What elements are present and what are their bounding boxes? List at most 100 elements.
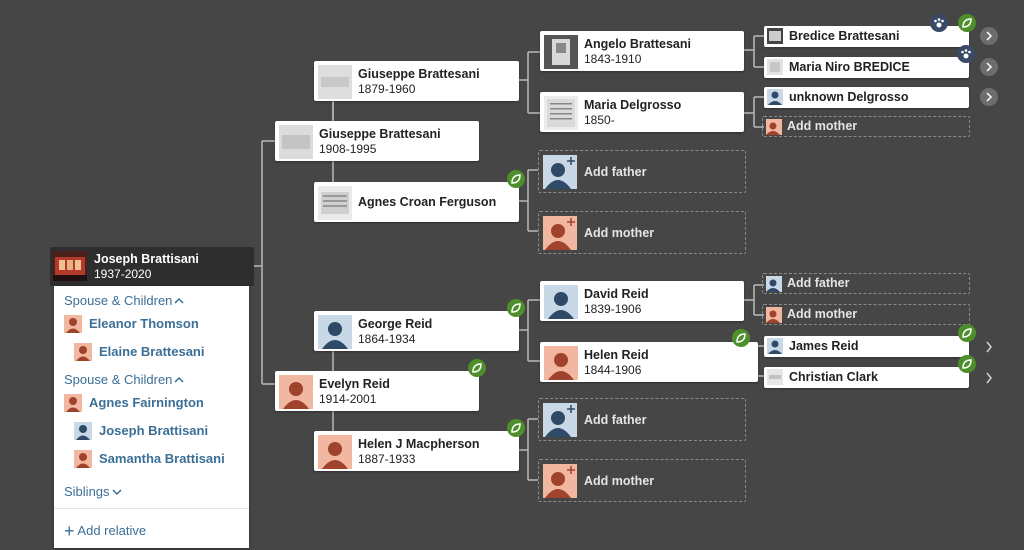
hint-leaf-badge[interactable] [958, 355, 976, 373]
female-avatar-icon [64, 394, 82, 412]
plus-icon: + [64, 521, 75, 541]
expand-arrow-button[interactable] [980, 27, 998, 45]
spouse-children-toggle-1[interactable]: Spouse & Children [64, 293, 184, 308]
add-relative-button[interactable]: + Add relative [64, 521, 146, 542]
root-person-card[interactable]: Joseph Brattisani 1937-2020 [50, 247, 254, 286]
hint-leaf-badge[interactable] [468, 359, 486, 377]
person-dates: 1914-2001 [319, 392, 377, 406]
person-dates: 1887-1933 [358, 452, 416, 466]
ancestor-card[interactable]: James Reid [764, 336, 969, 357]
spouse-link[interactable]: Eleanor Thomson [89, 316, 199, 331]
great-grandfather-card[interactable]: David Reid 1839-1906 [540, 281, 744, 321]
add-female-avatar-icon [543, 464, 577, 498]
child-link[interactable]: Joseph Brattisani [99, 423, 209, 438]
person-name: Maria Niro BREDICE [789, 60, 910, 74]
spouse-children-label: Spouse & Children [64, 372, 173, 387]
hint-leaf-badge[interactable] [507, 299, 525, 317]
root-photo-image [53, 251, 87, 281]
paw-icon [934, 18, 944, 28]
person-name: Bredice Brattesani [789, 29, 900, 43]
add-mother-button[interactable]: Add mother [538, 459, 746, 502]
person-dates: 1864-1934 [358, 332, 416, 346]
male-avatar-icon [767, 338, 783, 354]
child-link[interactable]: Samantha Brattisani [99, 451, 225, 466]
female-avatar-icon [74, 343, 92, 361]
chevron-up-icon [174, 376, 184, 383]
record-photo [767, 28, 783, 44]
hint-leaf-badge[interactable] [507, 419, 525, 437]
person-name: Giuseppe Brattesani [319, 127, 441, 141]
hint-leaf-badge[interactable] [507, 170, 525, 188]
ancestor-card[interactable]: Maria Niro BREDICE [764, 57, 969, 78]
siblings-toggle[interactable]: Siblings [64, 484, 122, 499]
great-grandfather-card[interactable]: Angelo Brattesani 1843-1910 [540, 31, 744, 71]
person-dates: 1908-1995 [319, 142, 377, 156]
add-label: Add mother [584, 474, 655, 488]
record-photo [544, 35, 578, 69]
male-avatar-icon [74, 422, 92, 440]
maternal-grandmother-card[interactable]: Helen J Macpherson 1887-1933 [314, 431, 519, 471]
add-father-button[interactable]: Add father [538, 398, 746, 441]
add-label: Add father [787, 276, 850, 290]
mother-card[interactable]: Evelyn Reid 1914-2001 [275, 371, 479, 411]
chevron-right-icon [986, 341, 992, 353]
person-name: Helen J Macpherson [358, 437, 480, 451]
record-photo [544, 96, 578, 130]
ancestor-card[interactable]: Christian Clark [764, 367, 969, 388]
hint-leaf-badge[interactable] [732, 329, 750, 347]
add-label: Add mother [787, 307, 858, 321]
paternal-grandmother-card[interactable]: Agnes Croan Ferguson [314, 182, 519, 222]
expand-arrow-button[interactable] [980, 58, 998, 76]
person-name: unknown Delgrosso [789, 90, 909, 104]
add-mother-button[interactable]: Add mother [762, 304, 970, 325]
add-father-button[interactable]: Add father [762, 273, 970, 294]
person-name: Maria Delgrosso [584, 98, 682, 112]
spouse-children-toggle-2[interactable]: Spouse & Children [64, 372, 184, 387]
record-photo [767, 59, 783, 75]
dna-match-badge[interactable] [930, 14, 948, 32]
add-label: Add father [584, 165, 647, 179]
person-name: David Reid [584, 287, 649, 301]
male-avatar-icon [767, 89, 783, 105]
chevron-right-icon [986, 92, 993, 102]
spouse-children-label: Spouse & Children [64, 293, 173, 308]
maternal-grandfather-card[interactable]: George Reid 1864-1934 [314, 311, 519, 351]
leaf-icon [511, 303, 521, 313]
root-dates: 1937-2020 [94, 267, 152, 281]
add-mother-button[interactable]: Add mother [762, 116, 970, 137]
great-grandmother-card[interactable]: Maria Delgrosso 1850- [540, 92, 744, 132]
child-link[interactable]: Elaine Brattesani [99, 344, 205, 359]
expand-chevron-button[interactable] [985, 340, 993, 358]
spouse-link[interactable]: Agnes Fairnington [89, 395, 204, 410]
ancestor-card[interactable]: Bredice Brattesani [764, 26, 969, 47]
person-name: George Reid [358, 317, 433, 331]
father-card[interactable]: Giuseppe Brattesani 1908-1995 [275, 121, 479, 161]
hint-leaf-badge[interactable] [958, 14, 976, 32]
chevron-up-icon [174, 297, 184, 304]
add-male-avatar-icon [543, 155, 577, 189]
add-mother-button[interactable]: Add mother [538, 211, 746, 254]
add-father-button[interactable]: Add father [538, 150, 746, 193]
chevron-down-icon [112, 489, 122, 496]
record-photo [279, 125, 313, 159]
expand-chevron-button[interactable] [985, 371, 993, 389]
great-grandmother-card[interactable]: Helen Reid 1844-1906 [540, 342, 758, 382]
expand-arrow-button[interactable] [980, 88, 998, 106]
paw-icon [961, 49, 971, 59]
leaf-icon [472, 363, 482, 373]
male-avatar-icon [318, 315, 352, 349]
paternal-grandfather-card[interactable]: Giuseppe Brattesani 1879-1960 [314, 61, 519, 101]
person-name: Helen Reid [584, 348, 649, 362]
root-photo [53, 251, 87, 281]
person-dates: 1879-1960 [358, 82, 416, 96]
person-name: Christian Clark [789, 370, 878, 384]
siblings-label: Siblings [64, 484, 110, 499]
dna-match-badge[interactable] [957, 45, 975, 63]
ancestor-card[interactable]: unknown Delgrosso [764, 87, 969, 108]
hint-leaf-badge[interactable] [958, 324, 976, 342]
person-dates: 1844-1906 [584, 363, 642, 377]
record-photo [318, 186, 352, 220]
leaf-icon [736, 333, 746, 343]
female-avatar-icon [544, 346, 578, 380]
